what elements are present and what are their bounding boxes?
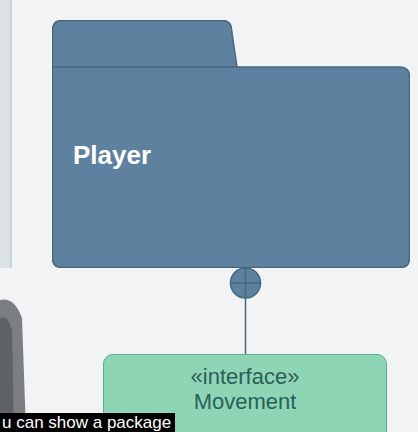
tab-line [53,66,238,68]
subtitle-text: u can show a package [2,413,171,432]
subtitle-bar: u can show a package [0,413,175,432]
package-name: Player [73,140,151,171]
side-panel [0,0,12,268]
package-outline [53,21,410,268]
panel-edge [11,0,12,268]
nesting-symbol [245,268,247,298]
stereotype: «interface» [104,364,386,389]
nesting-connector [231,268,261,354]
connector-line [245,298,247,354]
interface-name: Movement [104,389,386,414]
nesting-symbol [231,268,261,298]
package-box: Player [52,20,410,268]
